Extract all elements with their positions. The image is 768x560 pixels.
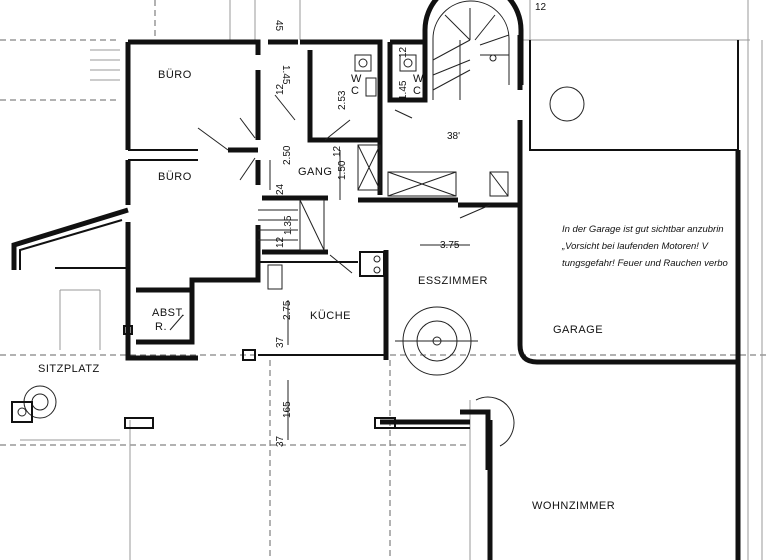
label-esszimmer: ESSZIMMER	[418, 275, 488, 287]
spiral-stair-living	[460, 396, 515, 470]
dim-12-a: 12	[275, 83, 286, 95]
label-abstellraum-2: R.	[155, 321, 167, 333]
dim-3-75: 3.75	[440, 240, 460, 251]
label-wc-2-c: C	[413, 85, 421, 97]
round-table-garage	[549, 86, 585, 122]
dim-37-a: 37	[275, 336, 286, 348]
label-wc-1-c: C	[351, 85, 359, 97]
dim-1-45-b: 1.45	[398, 80, 409, 100]
dimension-marks	[123, 150, 470, 440]
spiral-staircase	[422, 0, 524, 100]
label-garage: GARAGE	[553, 324, 603, 336]
garage-note-line-1: In der Garage ist gut sichtbar anzubrin	[562, 224, 724, 235]
label-gang: GANG	[298, 166, 332, 178]
sitzplatz-seat	[11, 385, 57, 423]
label-kueche: KÜCHE	[310, 310, 351, 322]
dim-1-45-a: 1.45	[280, 65, 291, 85]
dim-2-53: 2.53	[337, 90, 348, 110]
round-table-dining	[395, 306, 478, 376]
stove	[267, 251, 385, 290]
dim-2-75: 2.75	[282, 300, 293, 320]
walls	[11, 35, 741, 560]
dim-24: 24	[275, 183, 286, 195]
dim-45: 45	[273, 20, 284, 32]
wc-fixtures	[354, 54, 509, 197]
label-wohnzimmer: WOHNZIMMER	[532, 500, 615, 512]
dim-12-top: 12	[535, 2, 547, 13]
garage-note-line-2: „Vorsicht bei laufenden Motoren! V	[561, 241, 710, 252]
dim-12-b: 12	[398, 46, 409, 58]
dim-38: 38'	[447, 131, 460, 142]
dim-2-50: 2.50	[282, 145, 293, 165]
label-abstellraum-1: ABST.	[152, 307, 185, 319]
label-wc-1-w: W	[351, 73, 362, 85]
label-wc-2-w: W	[413, 73, 424, 85]
label-buero-2: BÜRO	[158, 171, 192, 183]
dim-12-d: 12	[275, 236, 286, 248]
stair-steps	[258, 199, 325, 251]
dim-12-c: 12	[332, 145, 343, 157]
garage-note-line-3: tungsgefahr! Feuer und Rauchen verbo	[562, 258, 728, 269]
door-swings	[169, 94, 491, 331]
dim-165: 165	[282, 401, 293, 418]
dim-1-50: 1.50	[337, 160, 348, 180]
dim-37-b: 37	[275, 435, 286, 447]
label-sitzplatz: SITZPLATZ	[38, 363, 100, 375]
label-buero-1: BÜRO	[158, 69, 192, 81]
dim-1-35: 1.35	[283, 215, 294, 235]
